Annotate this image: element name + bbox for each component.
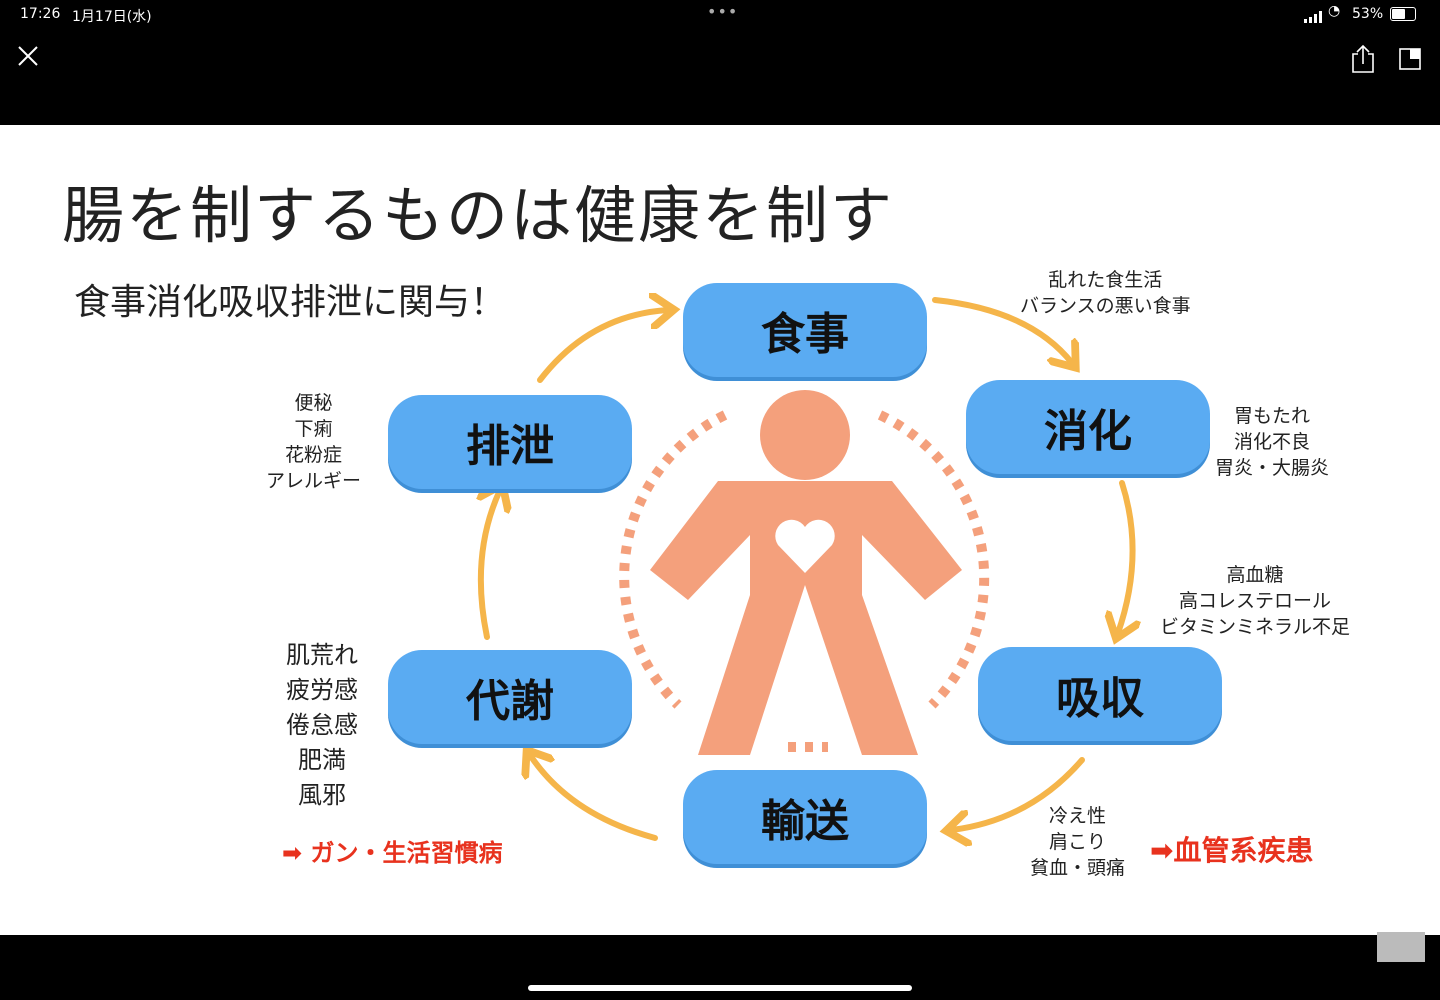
diagram-graphics [0,125,1440,935]
slide-title: 腸を制するものは健康を制す [62,179,895,252]
cycle-excretion: 排泄 [388,395,632,489]
notes-absorption: 高血糖高コレステロールビタミンミネラル不足 [1160,564,1351,638]
notes-transport: 冷え性肩こり貧血・頭痛 [1030,805,1126,879]
notes-meal: 乱れた食生活バランスの悪い食事 [1020,269,1191,317]
cycle-transport: 輸送 [683,770,927,864]
cycle-absorption: 吸収 [978,647,1222,741]
arrow-metabolism-excretion [481,490,500,640]
arrow-excretion-meal [537,310,668,383]
result-left: ➡ ガン・生活習慣病 [282,839,503,867]
notes-metabolism: 肌荒れ疲労感倦怠感肥満風邪 [286,641,358,809]
person-figure [650,390,962,755]
arrow-absorption-transport [952,757,1085,830]
home-indicator[interactable] [528,985,912,991]
signal-icon [1304,8,1324,23]
multitask-dots-icon[interactable]: ••• [707,2,739,21]
battery-percent: 53% [1352,6,1384,22]
heart-icon [775,519,835,573]
share-icon[interactable] [1350,44,1376,78]
arrow-transport-metabolism [530,755,658,841]
battery-icon [1390,7,1416,21]
slide-subtitle: 食事消化吸収排泄に関与！ [74,282,507,323]
wifi-icon: ◔ [1328,3,1341,19]
arrow-meal-digestion [932,297,1072,363]
cycle-meal: 食事 [683,283,927,377]
close-icon[interactable] [16,44,40,72]
notes-digestion: 胃もたれ消化不良胃炎・大腸炎 [1215,405,1330,479]
pip-icon[interactable] [1399,48,1423,76]
logo-thumbnail [1377,932,1425,962]
dotted-ring [619,410,990,752]
status-time: 17:26 [20,6,61,22]
notes-excretion: 便秘下痢花粉症アレルギー [266,392,362,492]
red-arrow-icon: ➡ [282,839,303,867]
arrow-digestion-absorption [1118,480,1133,633]
result-right: ➡血管系疾患 [1150,834,1314,867]
cycle-metabolism: 代謝 [388,650,632,744]
cycle-digestion: 消化 [966,380,1210,474]
status-date: 1月17日(水) [72,9,152,25]
slide: 腸を制するものは健康を制す 食事消化吸収排泄に関与！ 食事 消化 吸収 輸送 代… [0,125,1440,935]
red-arrow-icon: ➡ [1150,834,1174,867]
